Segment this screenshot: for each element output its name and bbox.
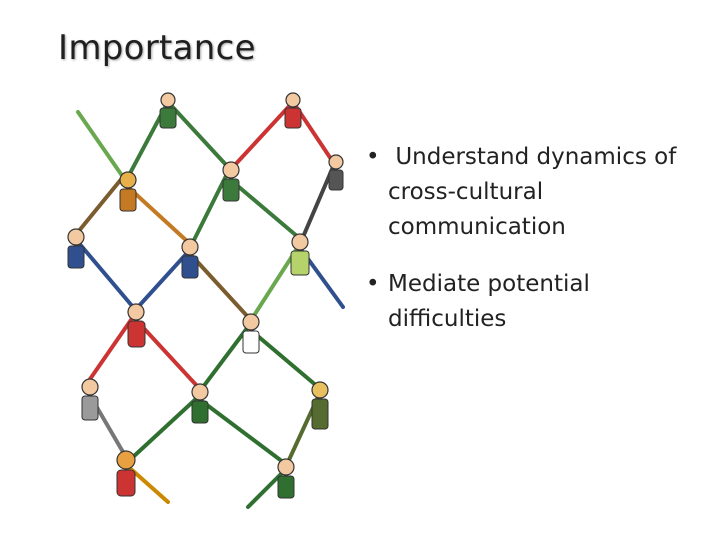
- bullet-text: Mediate potential difficulties: [388, 271, 590, 332]
- people-network-illustration-icon: [67, 92, 345, 509]
- bullet-dot: •: [366, 144, 380, 170]
- bullet-dot: •: [366, 271, 380, 297]
- bullet-item: • Mediate potential difficulties: [366, 267, 706, 337]
- bullet-item: • Understand dynamics of cross-cultural …: [366, 140, 706, 245]
- bullet-text: Understand dynamics of cross-cultural co…: [388, 144, 684, 240]
- bullet-list: • Understand dynamics of cross-cultural …: [366, 140, 706, 359]
- slide-title: Importance: [58, 28, 256, 68]
